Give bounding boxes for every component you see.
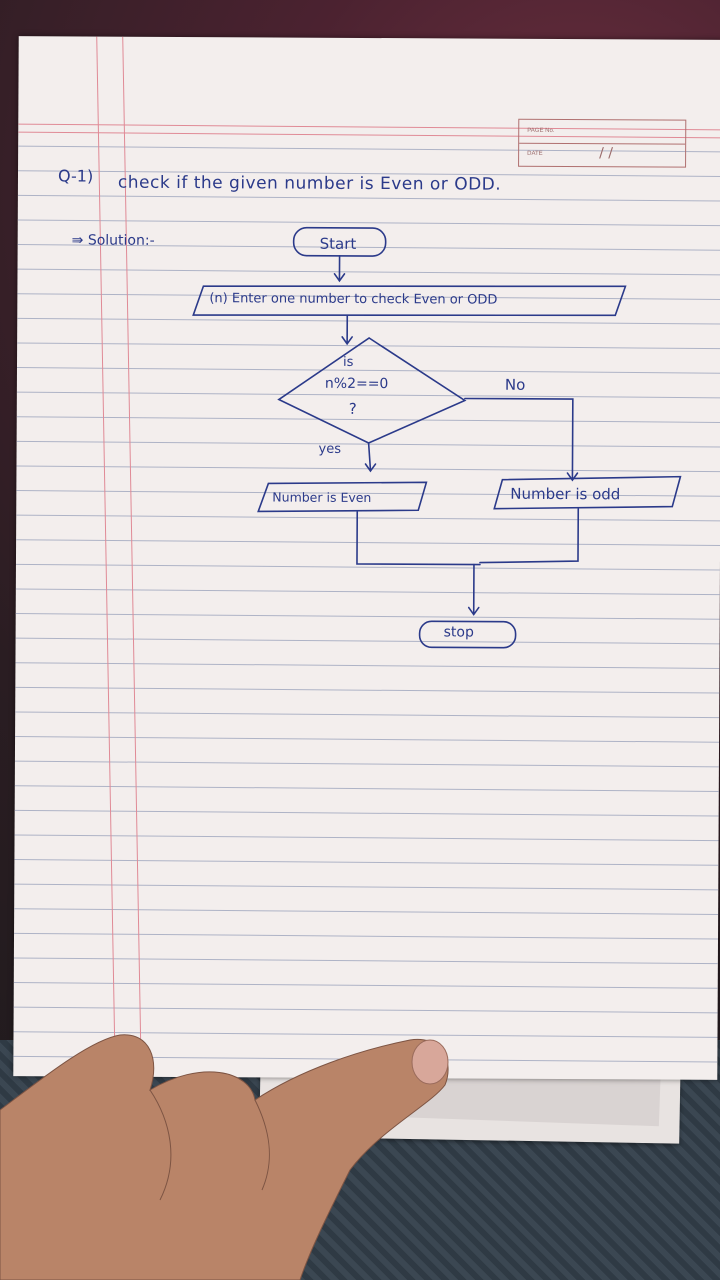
ruled-line [17, 244, 720, 251]
ruled-line [16, 539, 720, 546]
ruled-line [14, 859, 719, 866]
hand-palm [0, 1034, 449, 1280]
ruled-line [15, 711, 720, 719]
arrowhead [364, 463, 377, 473]
ruled-line [14, 760, 719, 768]
ruled-line [13, 957, 718, 965]
thumb-nail [411, 1039, 449, 1085]
ruled-line [13, 1031, 718, 1038]
ruled-line [15, 686, 720, 694]
arrowhead [566, 472, 579, 482]
notebook-page: PAGE No. DATE / / Q-1) check if the give… [13, 36, 720, 1080]
header-line [18, 131, 720, 139]
ruled-line [15, 563, 720, 571]
hand-finger [254, 1099, 270, 1191]
ruled-line [14, 908, 719, 915]
arrowhead [467, 606, 480, 616]
ruled-line [15, 588, 720, 596]
ruled-line [17, 317, 720, 325]
ruled-line [17, 293, 720, 300]
ruled-line [16, 416, 720, 423]
ruled-line [16, 367, 720, 374]
ruled-line [18, 145, 720, 153]
odd-output-box [493, 475, 682, 510]
ruled-line [14, 785, 719, 792]
arrowhead [341, 336, 353, 346]
ruled-line [15, 736, 720, 743]
connector-even-down [356, 511, 481, 566]
arrowhead [333, 273, 346, 283]
connector-odd-down [479, 508, 580, 564]
ruled-line [13, 982, 718, 989]
header-line [18, 123, 720, 131]
margin-line [122, 36, 142, 1077]
input-parallelogram [192, 285, 627, 317]
ruled-line [17, 194, 720, 202]
ruled-line [14, 883, 719, 891]
ruled-lines [13, 36, 720, 1077]
flowchart [192, 226, 682, 649]
hand-finger [149, 1089, 172, 1201]
ruled-line [14, 932, 719, 940]
ruled-line [14, 834, 719, 842]
ruled-line [16, 391, 720, 399]
ruled-line [17, 342, 720, 350]
ruled-line [16, 490, 720, 497]
ruled-line [15, 662, 720, 669]
ruled-line [17, 268, 720, 276]
ruled-line [16, 514, 720, 522]
even-output-box [257, 481, 428, 513]
arrow-no-branch [464, 397, 574, 480]
ruled-line [15, 637, 720, 645]
ruled-line [14, 809, 719, 817]
ruled-line [18, 170, 720, 177]
stop-terminator [418, 620, 517, 649]
ruled-line [17, 219, 720, 227]
margin-line [96, 36, 116, 1077]
ruled-line [13, 1006, 718, 1014]
arrow-yes-branch [367, 442, 372, 471]
